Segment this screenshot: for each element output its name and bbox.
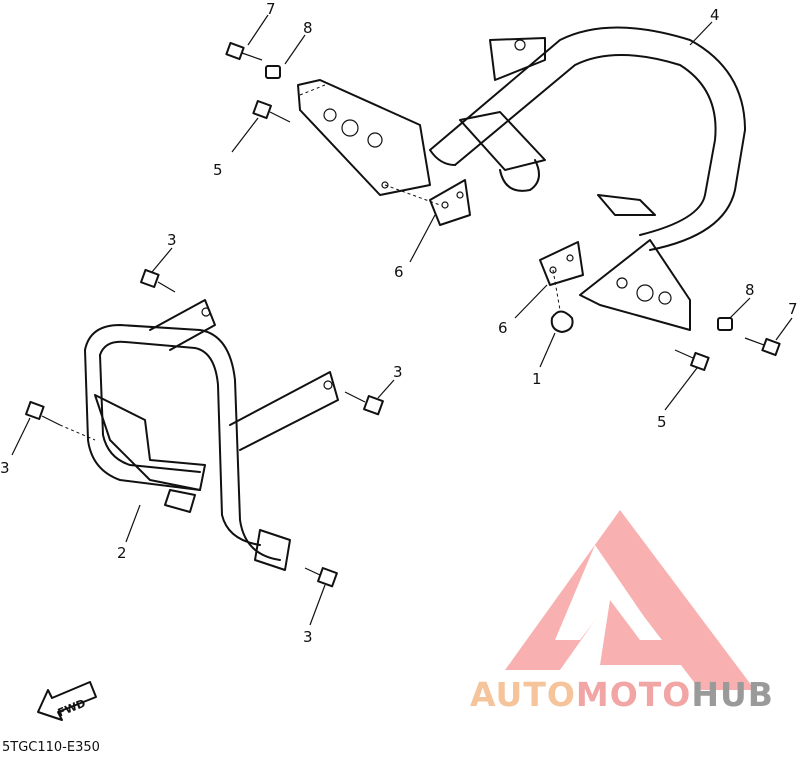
fwd-label: FWD (56, 697, 88, 720)
callout-7-top: 7 (266, 0, 276, 18)
bolt-part-5-b (674, 349, 710, 371)
callout-3-top: 3 (167, 231, 177, 249)
bolt-part-5-a (252, 100, 291, 123)
brand-hub: HUB (691, 675, 774, 714)
grab-bar-part-4 (429, 26, 746, 251)
bracket-upper-left (297, 79, 431, 196)
bolt-part-3-d (304, 567, 338, 588)
callout-8-right: 8 (745, 281, 755, 299)
plate-part-6-b (539, 241, 584, 286)
callout-5-left: 5 (213, 161, 223, 179)
callout-3-left: 3 (0, 459, 10, 477)
bolt-part-3-a (140, 268, 176, 293)
front-guard-part-2 (84, 299, 339, 571)
callout-8-top: 8 (303, 19, 313, 37)
clip-part-1 (550, 310, 574, 333)
bolt-part-7-b (744, 337, 781, 357)
bolt-part-3-c (25, 400, 61, 426)
callout-3-mid: 3 (393, 363, 403, 381)
callout-1: 1 (532, 370, 542, 388)
collar-part-8-a (265, 65, 281, 79)
plate-part-6-a (429, 179, 471, 226)
diagram-code: 5TGC110-E350 (2, 740, 100, 755)
callout-6-left: 6 (394, 263, 404, 281)
callout-3-bottom: 3 (303, 628, 313, 646)
watermark-logo (505, 510, 755, 690)
fwd-arrow-icon: FWD (37, 681, 97, 721)
collar-part-8-b (717, 317, 733, 331)
callout-2: 2 (117, 544, 127, 562)
brand-auto: AUTO (470, 675, 576, 714)
bracket-right (579, 239, 691, 331)
callout-6-right: 6 (498, 319, 508, 337)
bolt-part-3-b (344, 391, 384, 416)
callout-7-right: 7 (788, 300, 798, 318)
bolt-part-7-a (225, 41, 263, 61)
brand-moto: MOTO (575, 675, 692, 714)
callout-4: 4 (710, 6, 720, 24)
watermark-brand: AUTOMOTOHUB (470, 675, 774, 714)
callout-5-right: 5 (657, 413, 667, 431)
